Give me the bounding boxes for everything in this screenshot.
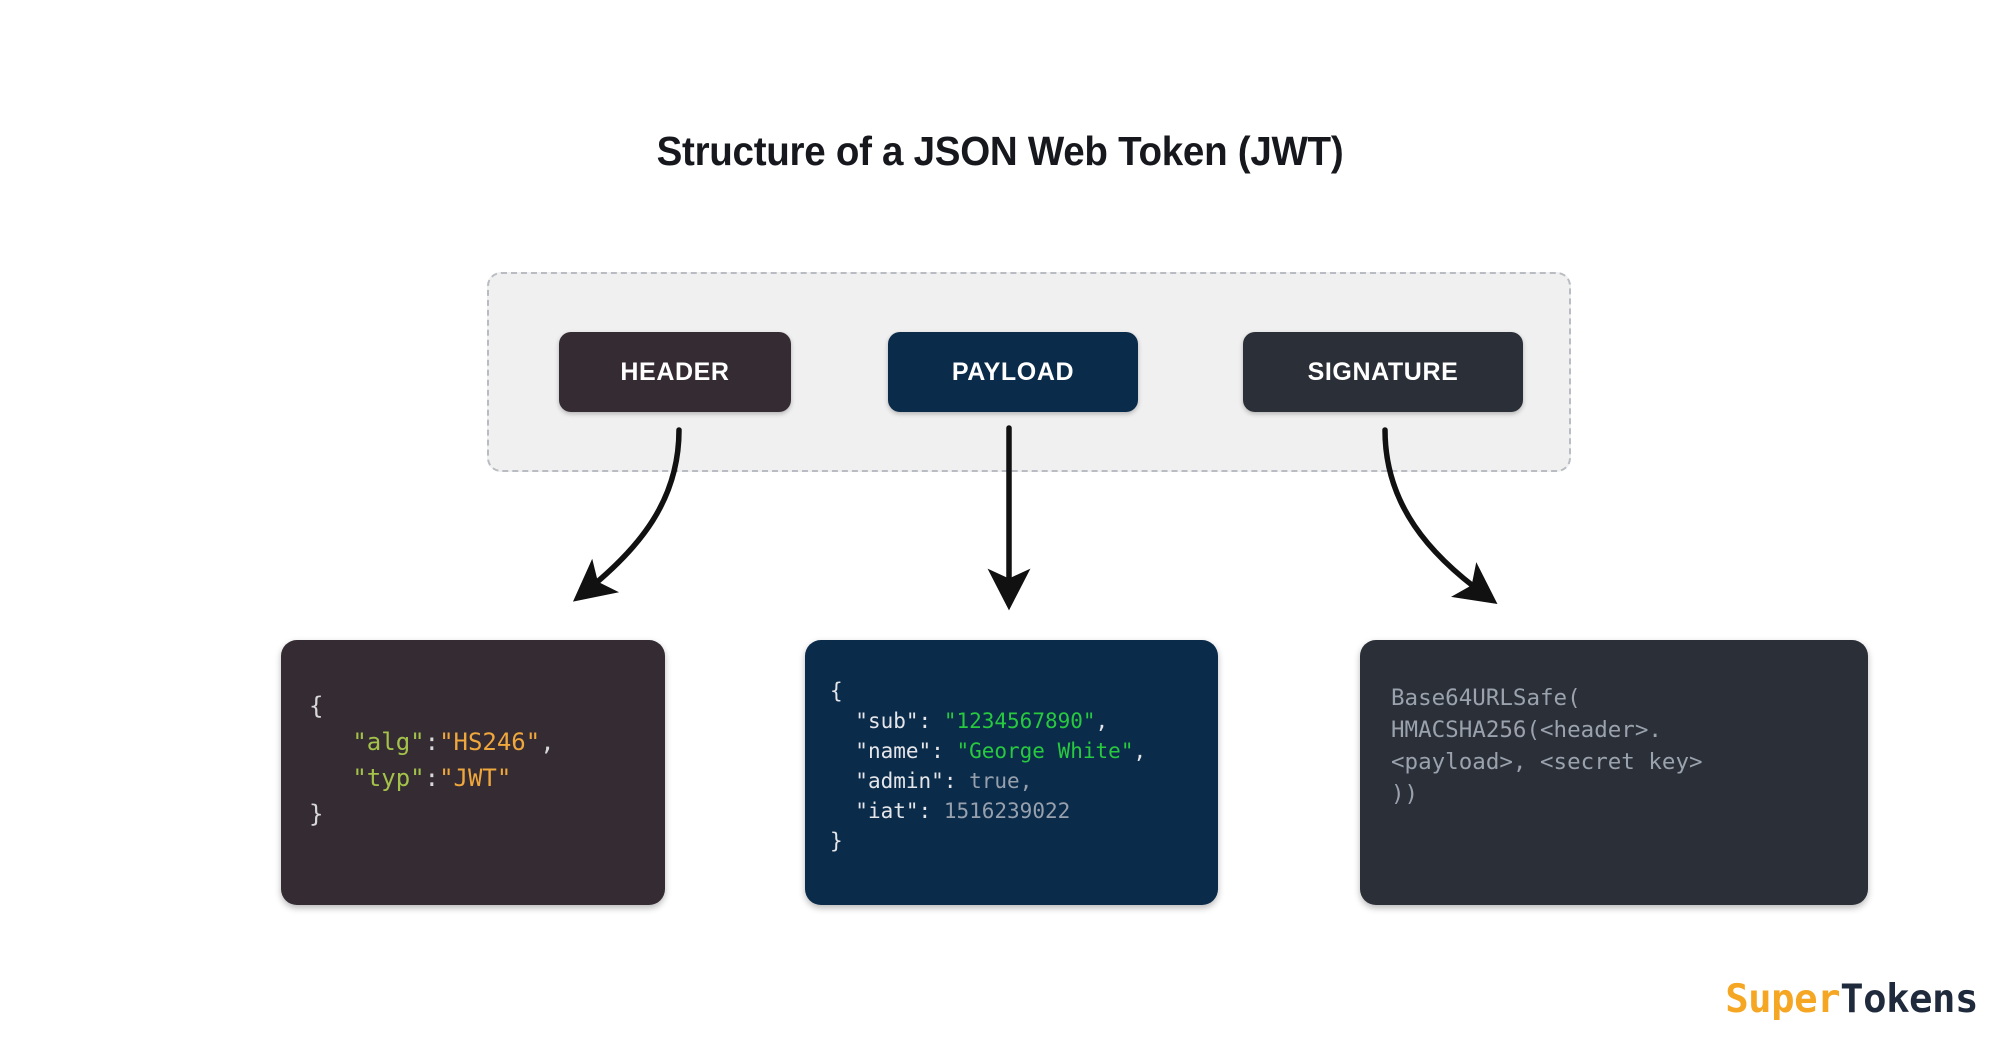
code-token (830, 739, 855, 763)
code-token: , (1133, 739, 1147, 763)
code-token: "admin" (855, 769, 944, 793)
code-token: : (918, 709, 944, 733)
code-line: { (830, 676, 1218, 706)
code-token: "name" (855, 739, 932, 763)
code-token: , (1019, 769, 1033, 793)
code-line: <payload>, <secret key> (1391, 746, 1868, 778)
header-code-box: { "alg":"HS246", "typ":"JWT"} (281, 640, 665, 905)
code-line: HMACSHA256(<header>. (1391, 714, 1868, 746)
code-token: { (830, 679, 843, 703)
code-token: } (309, 800, 324, 828)
code-line: "sub": "1234567890", (830, 706, 1218, 736)
code-token: true (969, 769, 1020, 793)
code-token: , (540, 728, 555, 756)
code-token (309, 764, 352, 792)
code-token: Base64URLSafe( (1391, 685, 1581, 711)
code-line: } (830, 826, 1218, 856)
jwt-part-signature-label: SIGNATURE (1307, 357, 1459, 386)
code-line: "admin": true, (830, 766, 1218, 796)
code-line: "typ":"JWT" (309, 760, 665, 796)
code-token (830, 709, 855, 733)
code-token (830, 769, 855, 793)
code-token: "typ" (352, 764, 425, 792)
code-token: "iat" (855, 799, 919, 823)
code-line: { (309, 688, 665, 724)
code-line: } (309, 796, 665, 832)
code-token: "George White" (956, 739, 1134, 763)
jwt-part-header-label: HEADER (620, 357, 730, 386)
logo-super-text: Super (1725, 977, 1841, 1022)
code-token (309, 728, 352, 756)
code-token: 1516239022 (943, 799, 1071, 823)
code-token: : (424, 764, 440, 792)
code-token: "HS246" (439, 728, 541, 756)
jwt-part-payload-button[interactable]: PAYLOAD (888, 332, 1138, 412)
code-token: <payload>, <secret key> (1391, 749, 1703, 775)
code-token: "1234567890" (943, 709, 1096, 733)
code-line: "name": "George White", (830, 736, 1218, 766)
jwt-part-signature-button[interactable]: SIGNATURE (1243, 332, 1523, 412)
code-line: "alg":"HS246", (309, 724, 665, 760)
code-token: )) (1391, 781, 1419, 807)
jwt-part-payload-label: PAYLOAD (951, 357, 1075, 386)
code-token: , (1095, 709, 1109, 733)
code-token: : (931, 739, 957, 763)
code-token: : (424, 728, 440, 756)
code-token: } (830, 829, 843, 853)
logo-tokens-text: Tokens (1840, 977, 1978, 1022)
code-line: )) (1391, 778, 1868, 810)
code-line: "iat": 1516239022 (830, 796, 1218, 826)
code-line: Base64URLSafe( (1391, 682, 1868, 714)
page-title: Structure of a JSON Web Token (JWT) (656, 128, 1344, 174)
code-token (830, 799, 855, 823)
payload-code-box: { "sub": "1234567890", "name": "George W… (805, 640, 1218, 905)
code-token: : (918, 799, 944, 823)
code-token: HMACSHA256(<header>. (1391, 717, 1662, 743)
supertokens-logo: Super Tokens (1725, 977, 1978, 1022)
code-token: "alg" (352, 728, 425, 756)
code-token: "sub" (855, 709, 919, 733)
code-token: : (943, 769, 970, 793)
code-token: "JWT" (439, 764, 512, 792)
jwt-part-header-button[interactable]: HEADER (559, 332, 791, 412)
signature-code-box: Base64URLSafe( HMACSHA256(<header>. <paylo… (1360, 640, 1868, 905)
code-token: { (309, 692, 324, 720)
